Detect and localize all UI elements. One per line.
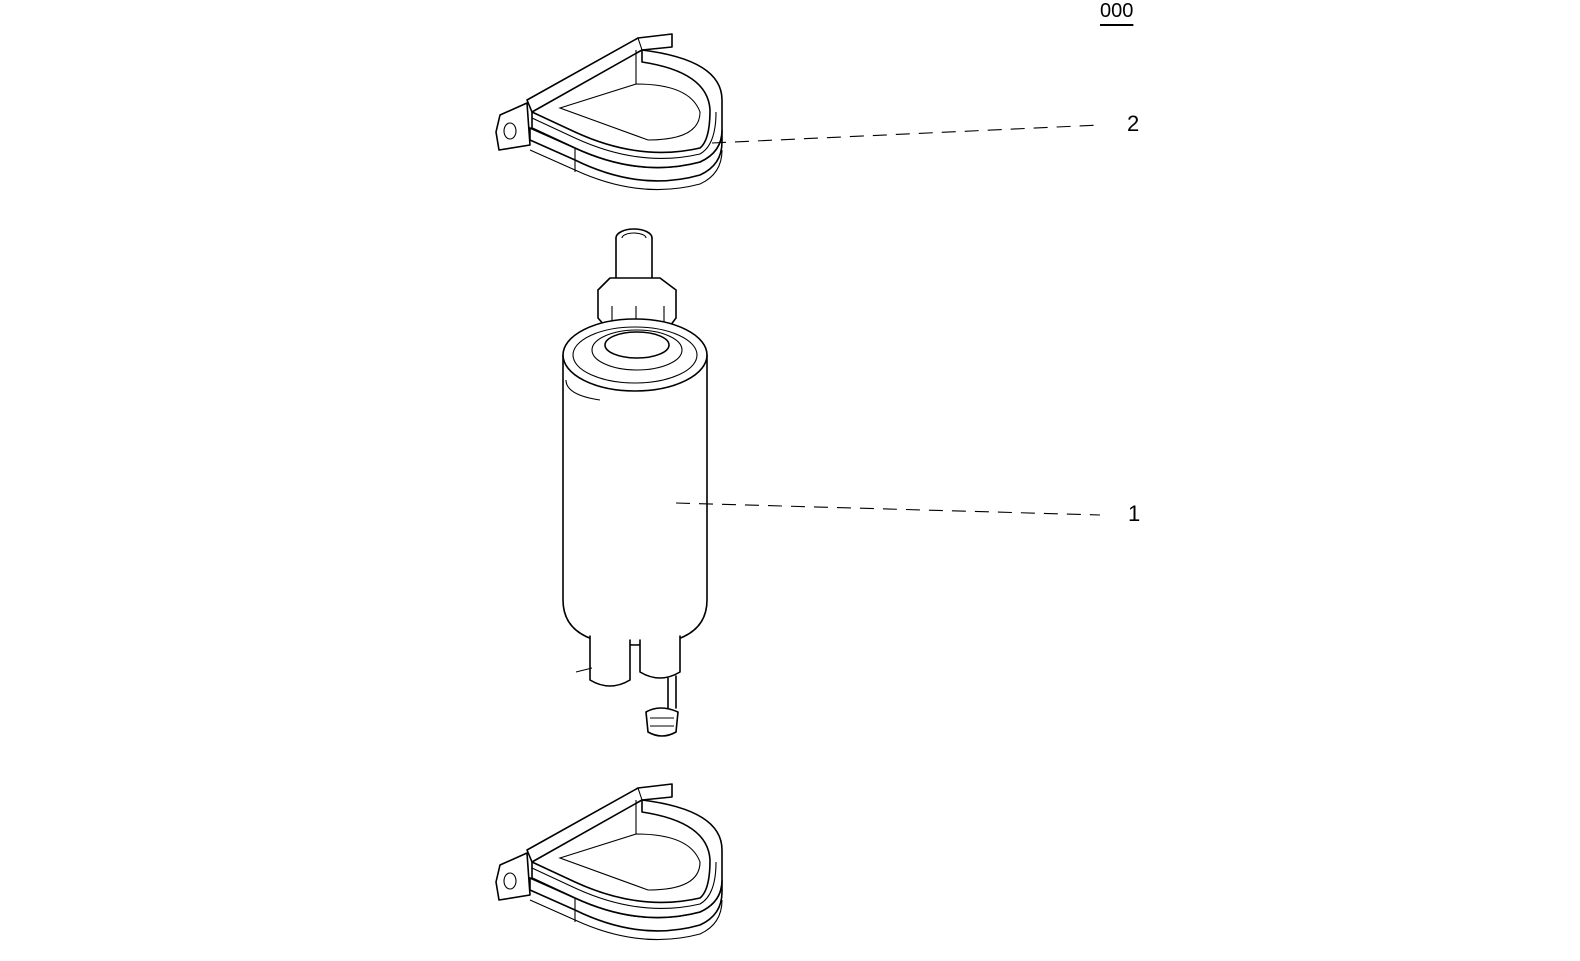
leader-line-2 <box>711 124 1101 144</box>
lower-clamp <box>495 783 723 941</box>
sheet-number: 000 <box>1100 0 1134 22</box>
callout-label-1: 1 <box>1128 501 1140 526</box>
leader-line-1 <box>675 502 1101 516</box>
callout-label-2: 2 <box>1127 111 1139 136</box>
fuel-pump <box>562 228 708 737</box>
upper-clamp <box>495 33 723 191</box>
